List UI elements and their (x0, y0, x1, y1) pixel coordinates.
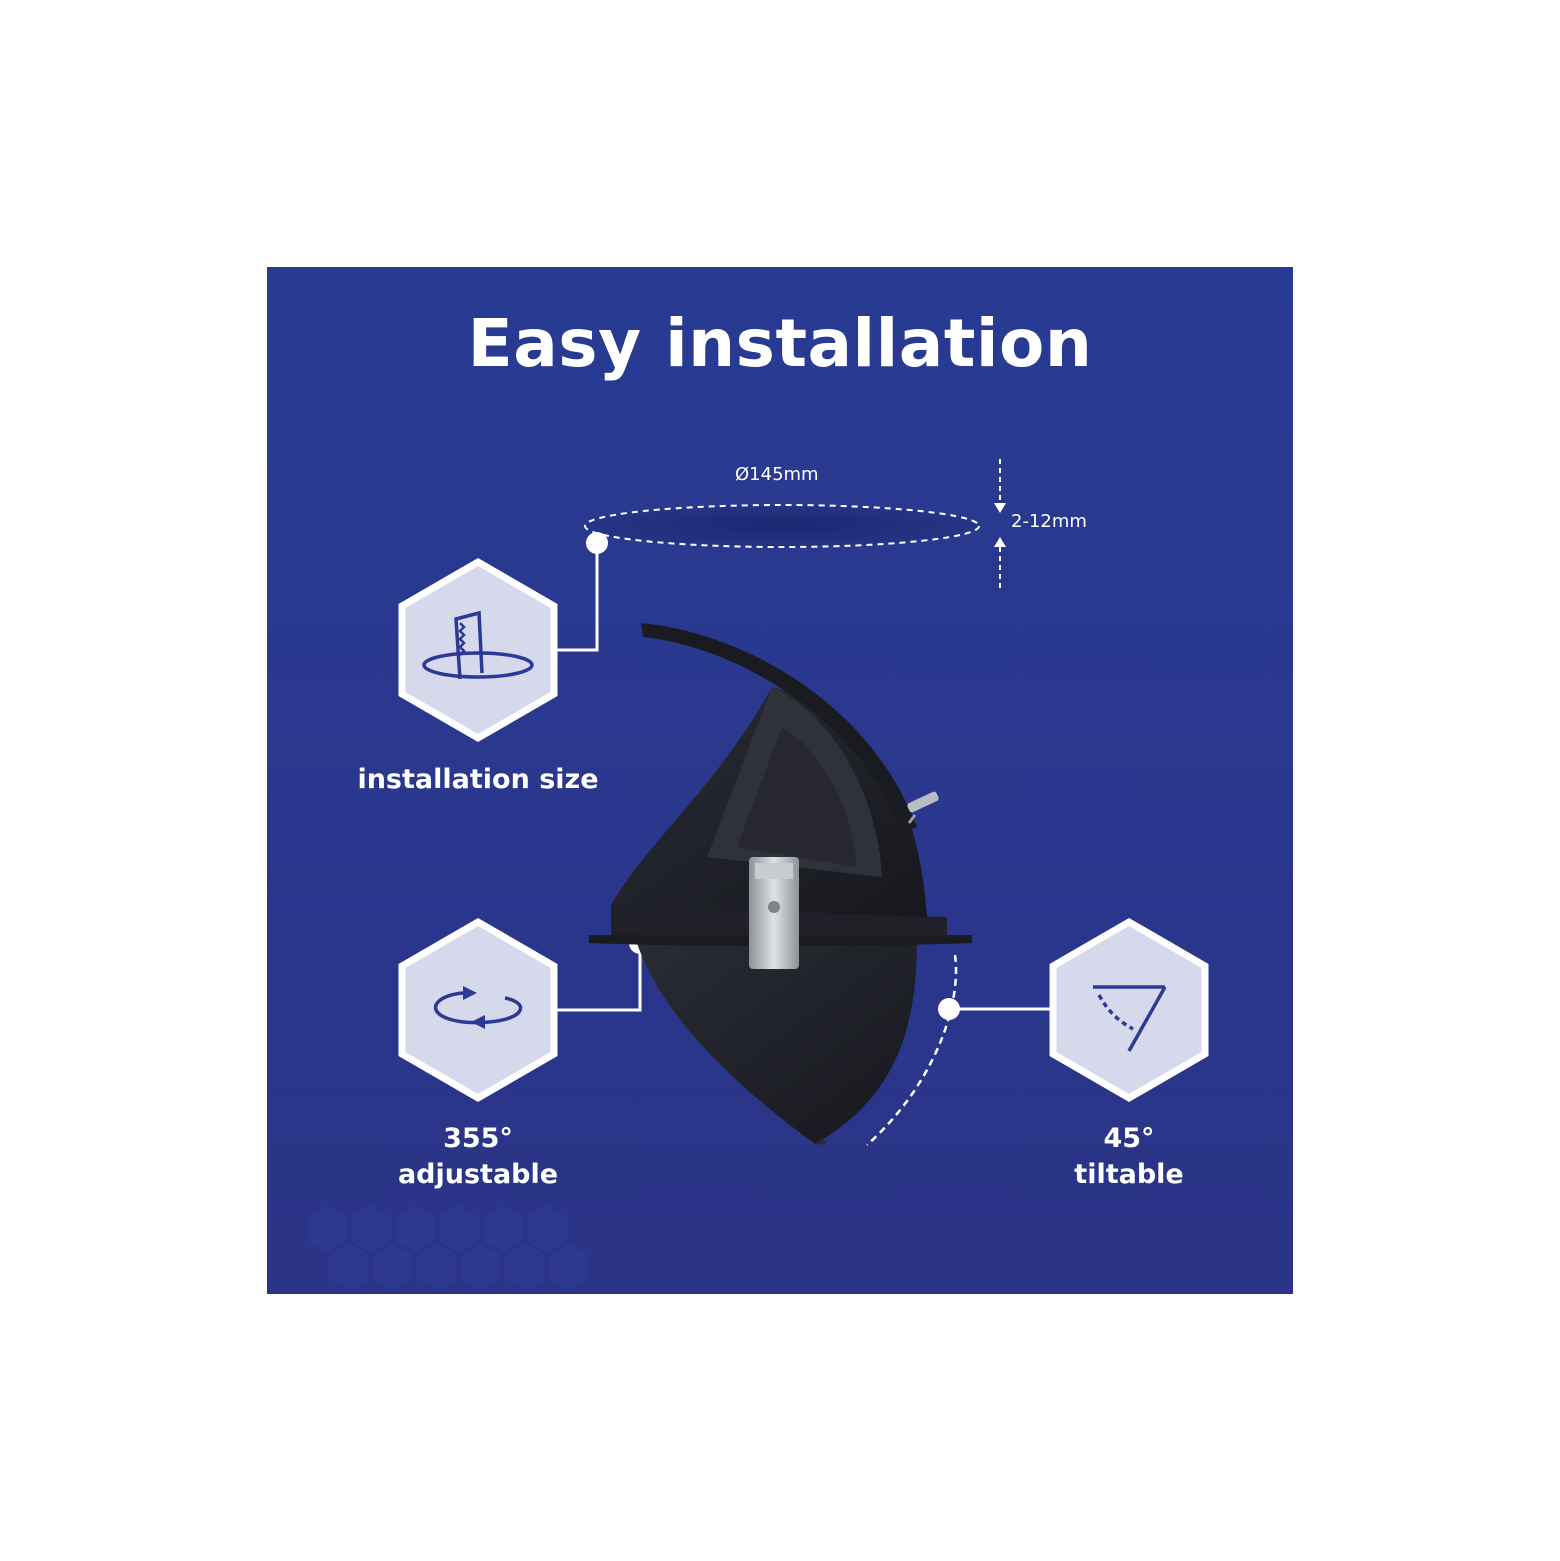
rotate-adjustable-badge (398, 917, 558, 1103)
thickness-label: 2-12mm (1011, 511, 1087, 532)
infographic-panel: Easy installation Ø145mm 2-12mm installa… (267, 267, 1293, 1294)
installation-size-caption: installation size (357, 764, 599, 795)
thickness-indicator (994, 459, 1006, 589)
tilt-caption: 45° tiltable (979, 1121, 1279, 1193)
connector-lines (551, 543, 1053, 1012)
clip-screw (768, 901, 780, 913)
tilt-degree-text: 45° (1103, 1123, 1155, 1154)
tilt-arc (866, 954, 958, 1146)
rotate-icon (433, 986, 523, 1029)
rotate-degree-text: 355° (443, 1123, 513, 1154)
page-title: Easy installation (467, 305, 1093, 382)
honeycomb-texture (307, 1205, 589, 1291)
tilt-angle-icon (1093, 985, 1167, 1052)
installation-size-badge (398, 557, 558, 743)
rotate-description-text: adjustable (397, 1159, 559, 1190)
tilted-downlight-product (589, 623, 972, 1145)
tilt-description-text: tiltable (1074, 1159, 1184, 1190)
infographic-artwork (307, 459, 1209, 1291)
tilt-connector-dot (938, 998, 960, 1020)
diameter-label: Ø145mm (735, 464, 819, 485)
saw-hole-icon (422, 610, 534, 680)
hole-connector-dot (586, 532, 608, 554)
cutout-hole-outline (584, 504, 980, 548)
tilt-tiltable-badge (1049, 917, 1209, 1103)
rotate-caption: 355° adjustable (328, 1121, 628, 1193)
